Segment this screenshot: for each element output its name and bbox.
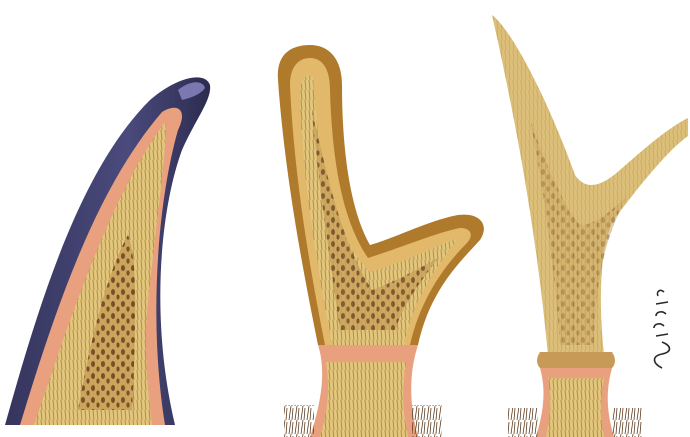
hard-antler-hair-left [508, 408, 538, 437]
signature-mark [654, 290, 670, 368]
velvet-hair-left [284, 405, 314, 437]
hard-antler-pedicle-bone [546, 378, 604, 437]
velvet-antler-panel [278, 45, 484, 437]
artist-signature [654, 290, 670, 368]
horn-panel [5, 77, 210, 425]
hard-antler-panel [492, 15, 688, 437]
velvet-hair-right [412, 405, 442, 437]
hard-antler-hair-right [612, 408, 642, 437]
velvet-pedicle-bone [320, 362, 408, 437]
hard-antler-burr [537, 352, 615, 368]
